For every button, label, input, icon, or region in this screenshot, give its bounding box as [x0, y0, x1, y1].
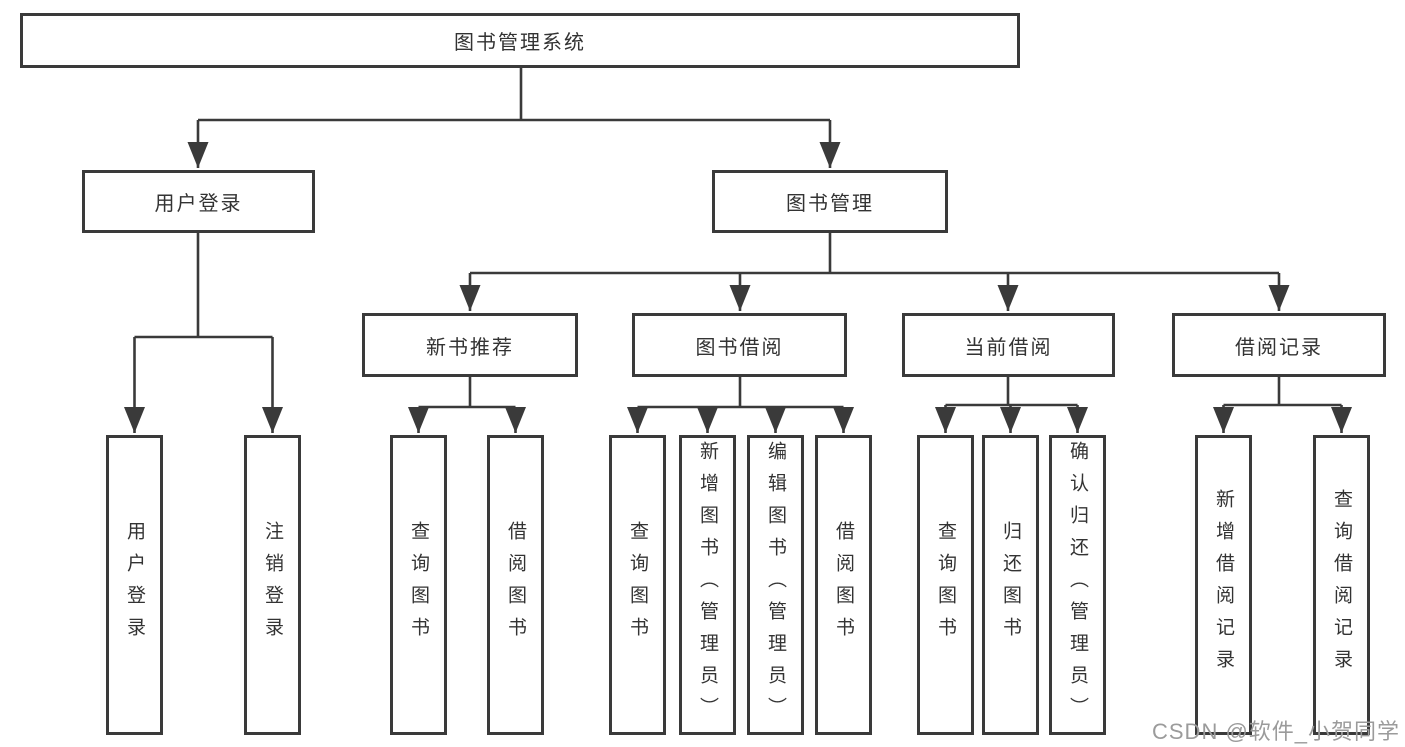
leaf-edit-book-admin: 编辑图书（管理员）	[747, 435, 804, 735]
leaf-user-login: 用户登录	[106, 435, 163, 735]
node-book-management: 图书管理	[712, 170, 948, 233]
leaf-logout: 注销登录	[244, 435, 301, 735]
leaf-query-books-1: 查询图书	[390, 435, 447, 735]
node-user-login: 用户登录	[82, 170, 315, 233]
leaf-query-books-3: 查询图书	[917, 435, 974, 735]
leaf-confirm-return-admin: 确认归还（管理员）	[1049, 435, 1106, 735]
leaf-query-books-2: 查询图书	[609, 435, 666, 735]
node-current-borrowing: 当前借阅	[902, 313, 1115, 377]
node-new-book-recommendation: 新书推荐	[362, 313, 578, 377]
node-book-borrowing: 图书借阅	[632, 313, 847, 377]
leaf-add-book-admin: 新增图书（管理员）	[679, 435, 736, 735]
leaf-query-borrow-record: 查询借阅记录	[1313, 435, 1370, 735]
leaf-borrow-books-2: 借阅图书	[815, 435, 872, 735]
leaf-return-books: 归还图书	[982, 435, 1039, 735]
node-library-management-system: 图书管理系统	[20, 13, 1020, 68]
node-borrowing-records: 借阅记录	[1172, 313, 1386, 377]
csdn-watermark: CSDN @软件_小贺同学	[1152, 719, 1401, 744]
leaf-borrow-books-1: 借阅图书	[487, 435, 544, 735]
leaf-add-borrow-record: 新增借阅记录	[1195, 435, 1252, 735]
